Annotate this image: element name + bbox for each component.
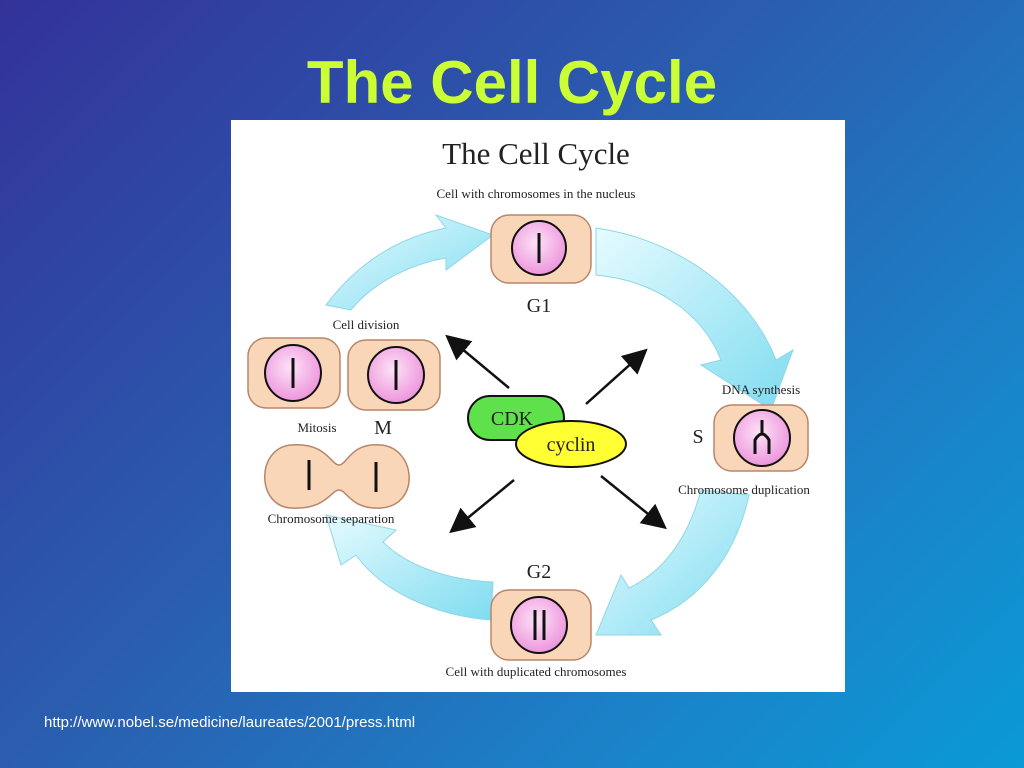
chromosome-separation-label: Chromosome separation	[268, 511, 395, 526]
top-caption: Cell with chromosomes in the nucleus	[437, 186, 636, 201]
diagram-title: The Cell Cycle	[442, 136, 630, 171]
cell-separation	[264, 444, 410, 509]
cyclin-label: cyclin	[547, 434, 596, 456]
center-arrow-up-right	[585, 348, 648, 405]
cell-division-right	[347, 339, 441, 411]
arrow-m-to-g1	[325, 213, 495, 311]
cell-g1	[490, 214, 592, 284]
arrow-g1-to-s	[595, 227, 794, 411]
phase-g2-label: G2	[527, 561, 551, 583]
source-url[interactable]: http://www.nobel.se/medicine/laureates/2…	[44, 714, 416, 731]
dna-synthesis-label: DNA synthesis	[722, 382, 800, 397]
phase-m-label: M	[374, 417, 392, 439]
arrow-s-to-g2	[595, 489, 750, 636]
center-arrow-up-left	[445, 334, 510, 389]
cell-division-label: Cell division	[333, 317, 400, 332]
chromosome-duplication-label: Chromosome duplication	[678, 482, 810, 497]
phase-g1-label: G1	[527, 295, 551, 317]
center-arrow-down-left	[449, 479, 515, 534]
center-arrow-down-right	[600, 475, 667, 530]
bottom-caption: Cell with duplicated chromosomes	[446, 664, 627, 679]
mitosis-label: Mitosis	[297, 420, 336, 435]
cdk-label: CDK	[491, 408, 534, 430]
cell-s	[713, 404, 809, 472]
slide-title: The Cell Cycle	[306, 49, 718, 116]
cell-cycle-diagram: The Cell Cycle Cell with chromosomes in …	[231, 120, 845, 692]
phase-s-label: S	[692, 426, 703, 448]
cell-division-left	[247, 337, 341, 409]
cell-g2	[490, 589, 592, 661]
arrow-g2-to-m	[325, 514, 494, 621]
cyclin-badge: cyclin	[515, 420, 627, 468]
